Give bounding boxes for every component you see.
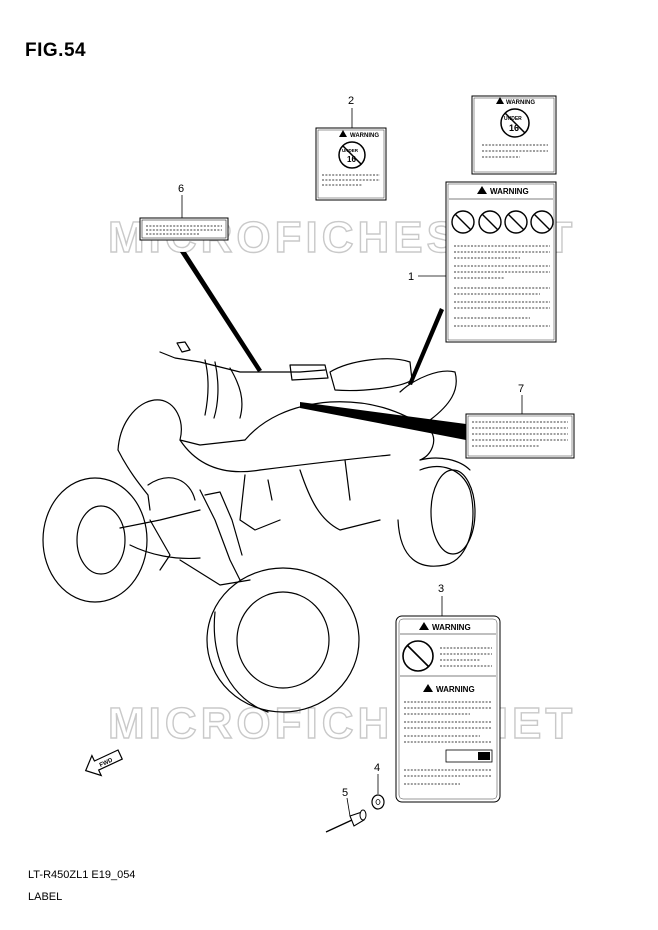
label-1-lower-warning-word: WARNING	[490, 187, 529, 196]
callout-7: 7	[518, 383, 524, 395]
label-2-age-number: 16	[347, 155, 356, 164]
label-7-strip	[465, 413, 575, 459]
leader-wedge-6	[180, 252, 262, 372]
label-3-warning-word-bottom: WARNING	[436, 685, 475, 694]
part-4-washer	[371, 794, 385, 810]
watermark-bottom: MICROFICHES.NET	[108, 699, 576, 748]
atv-outline	[42, 341, 476, 713]
label-6-strip	[139, 217, 229, 241]
label-1-main-warning: WARNING UNDER 16 WARNING	[445, 95, 557, 343]
fwd-arrow-text: FWD	[99, 757, 115, 768]
figure-code: LT-R450ZL1 E19_054	[28, 869, 136, 881]
leader-wedge-1	[408, 308, 444, 385]
label-2-age-warning: WARNING UNDER 16	[315, 127, 387, 201]
label-2-under-text: UNDER	[342, 148, 359, 153]
label-1-age-number: 16	[509, 123, 519, 133]
label-3-warning-word-top: WARNING	[432, 623, 471, 632]
callout-4: 4	[374, 762, 380, 774]
figure-section-label: LABEL	[28, 891, 63, 903]
callout-3: 3	[438, 583, 444, 595]
forward-direction-arrow: FWD	[84, 749, 124, 777]
figure-title: FIG.54	[25, 40, 87, 61]
callout-6: 6	[178, 183, 184, 195]
callout-2: 2	[348, 95, 354, 107]
label-1-upper-warning-word: WARNING	[506, 100, 535, 106]
label-1-under-text: UNDER	[504, 116, 522, 122]
callout-1: 1	[408, 271, 414, 283]
label-2-warning-word: WARNING	[350, 133, 379, 139]
leader-wedge-7	[300, 402, 466, 440]
callout-5: 5	[342, 787, 348, 799]
part-5-rivet	[325, 809, 367, 833]
label-3-warning: WARNING WARNING	[395, 615, 501, 803]
